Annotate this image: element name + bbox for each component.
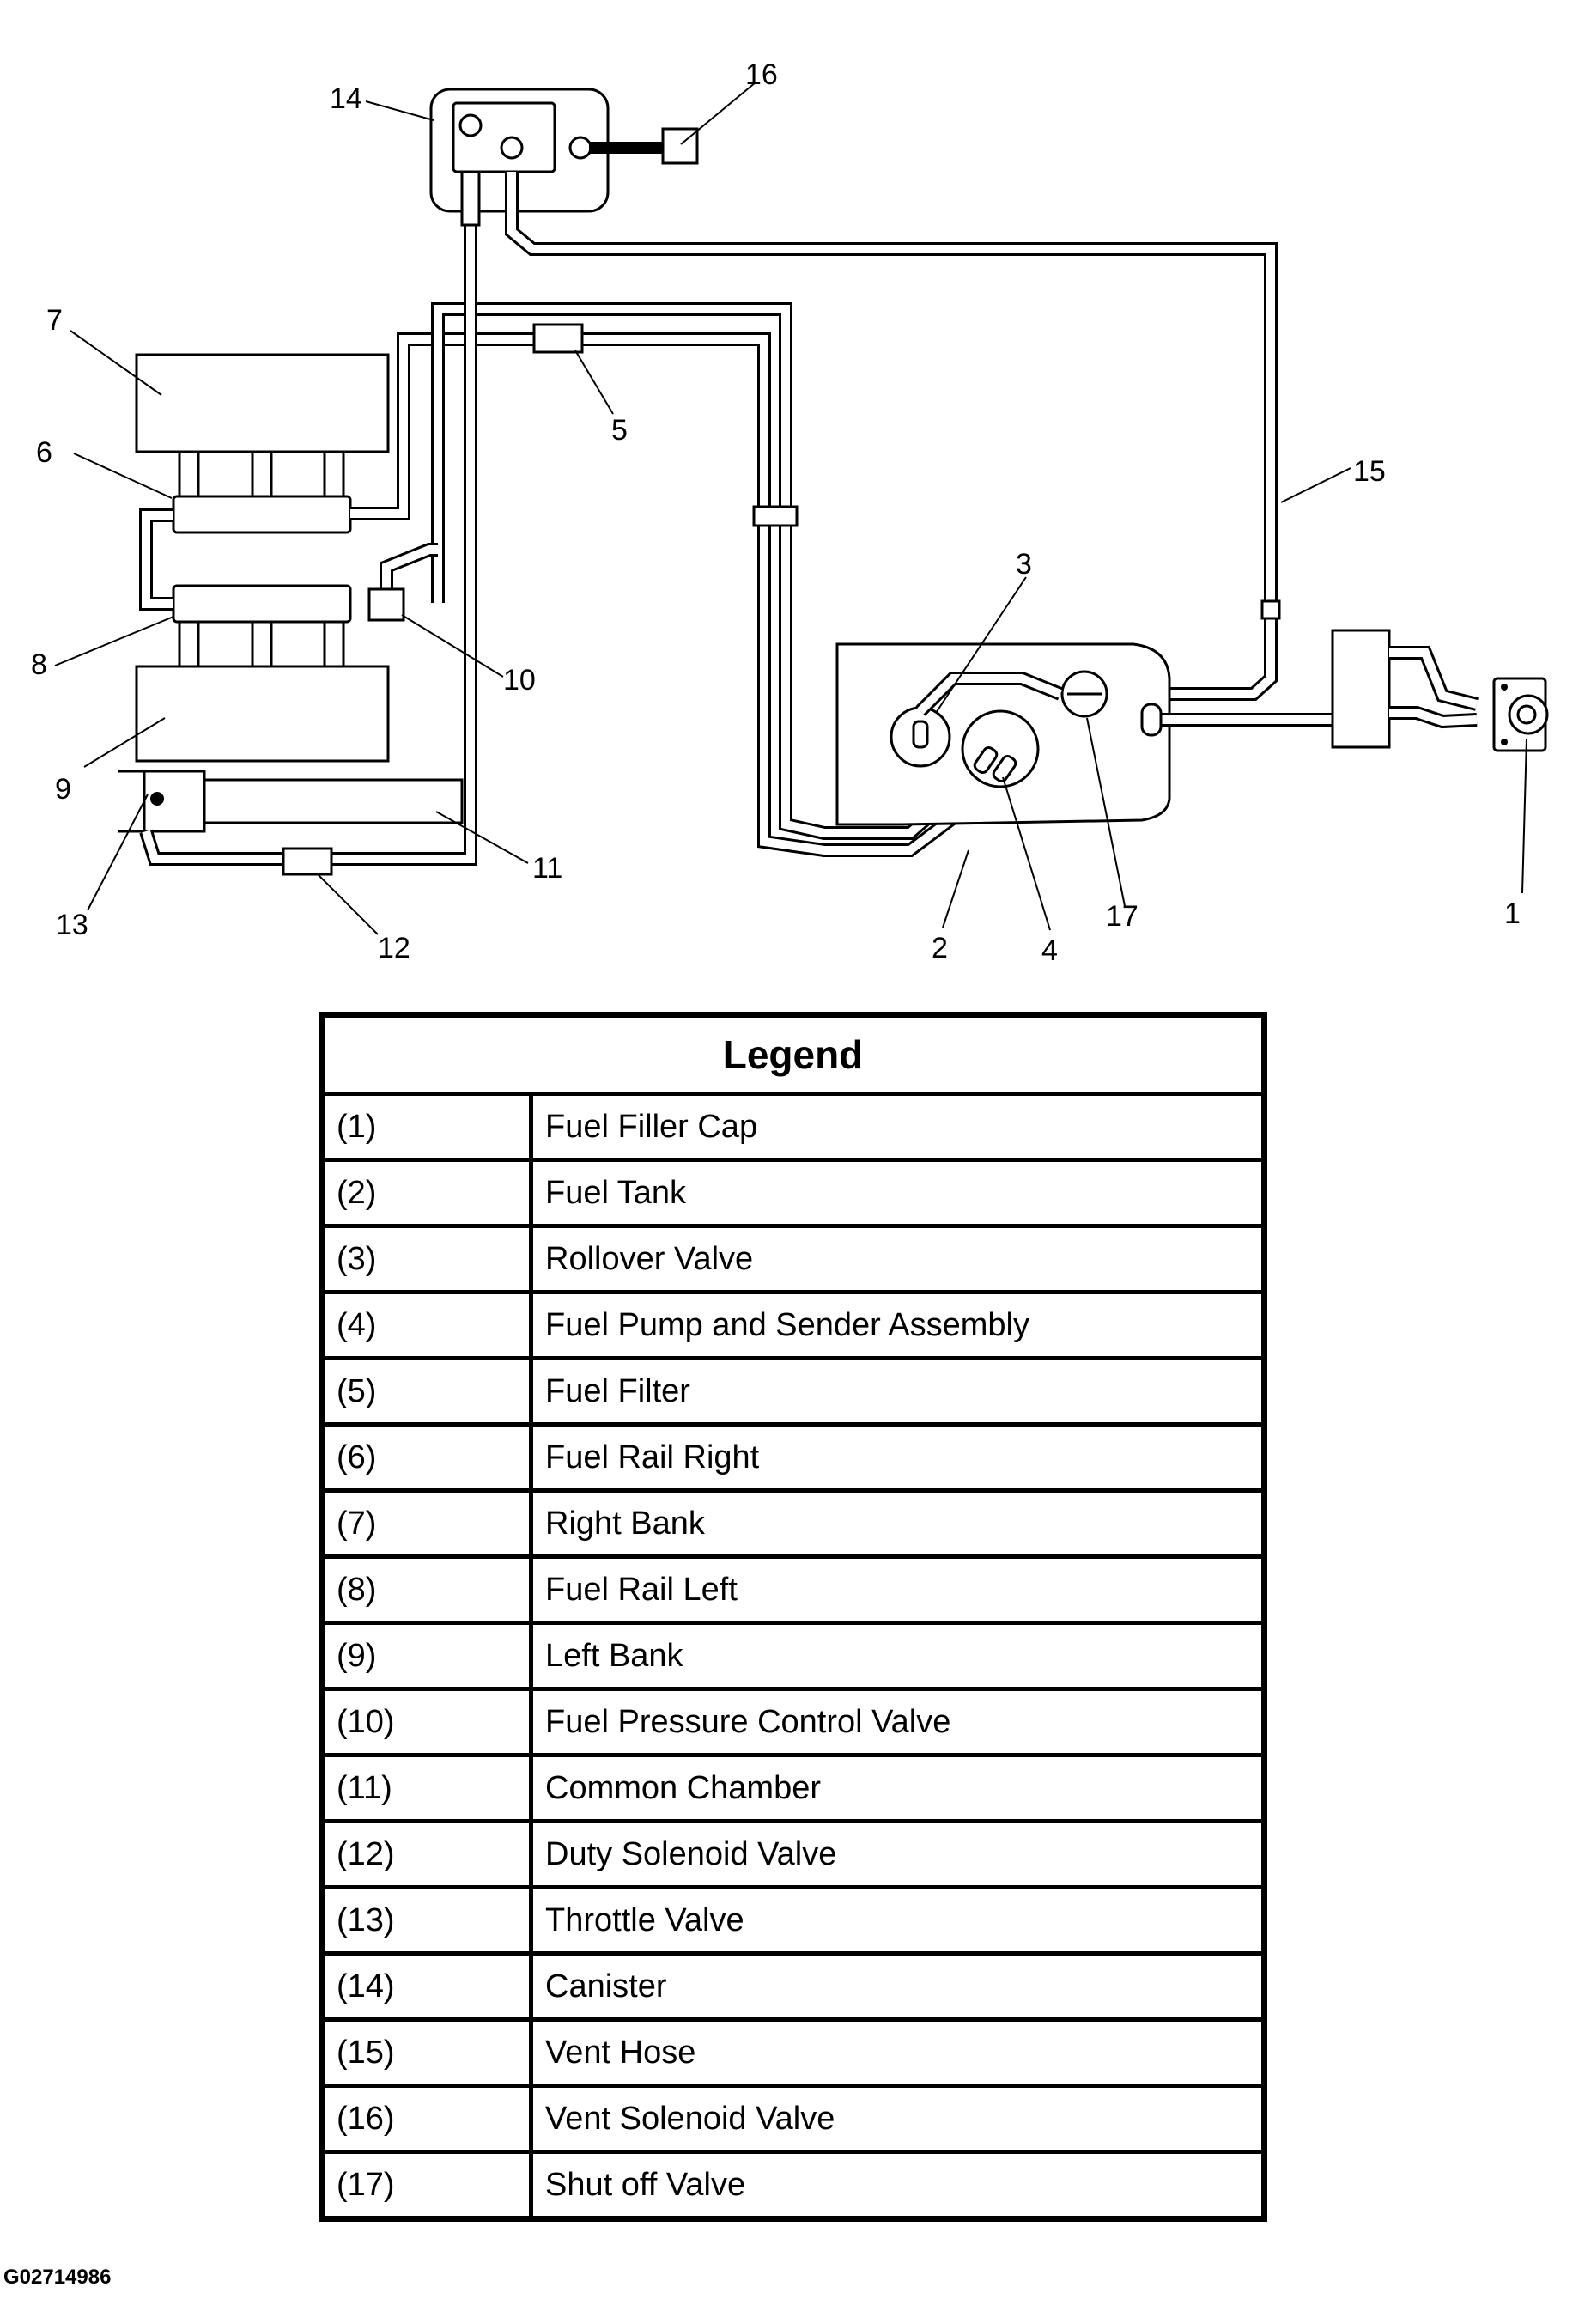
legend-label: Left Bank (531, 1622, 1265, 1691)
legend-row: (15)Vent Hose (321, 2019, 1265, 2088)
left-bank (135, 665, 390, 763)
legend-code: (5) (321, 1358, 533, 1427)
legend-code: (16) (321, 2085, 533, 2154)
injectors (178, 450, 345, 668)
legend-row: (17) Shut off Valve (321, 2151, 1265, 2219)
callout-4: 4 (1041, 934, 1058, 967)
legend-title: Legend (321, 1014, 1265, 1096)
legend-code: (1) (321, 1093, 533, 1162)
fuel-filter (532, 323, 584, 354)
legend-row: (1)Fuel Filler Cap (321, 1093, 1265, 1162)
fuel-pressure-control-valve (367, 587, 405, 622)
legend-row: (2)Fuel Tank (321, 1159, 1265, 1228)
legend-code: (8) (321, 1556, 533, 1625)
legend-label: Fuel Filter (531, 1358, 1265, 1427)
legend-label: Throttle Valve (531, 1887, 1265, 1956)
callout-14: 14 (330, 82, 362, 115)
fuel-system-diagram: 1 2 3 4 5 6 7 8 9 10 11 12 13 14 15 16 1… (31, 58, 1549, 967)
fuel-filler-cap (1492, 677, 1549, 752)
legend-label: Fuel Rail Left (531, 1556, 1265, 1625)
legend-code: (10) (321, 1688, 533, 1757)
legend-row: (13)Throttle Valve (321, 1887, 1265, 1956)
legend-label: Fuel Pump and Sender Assembly (531, 1292, 1265, 1360)
legend-label: Vent Hose (531, 2019, 1265, 2088)
legend-table: Legend (1)Fuel Filler Cap (2)Fuel Tank (… (319, 1012, 1267, 2222)
legend-code: (14) (321, 1953, 533, 2022)
legend-code: (7) (321, 1490, 533, 1559)
fuel-rail-left (172, 584, 352, 624)
legend-label: Fuel Tank (531, 1159, 1265, 1228)
callout-17: 17 (1106, 900, 1139, 933)
filler-neck (1140, 629, 1479, 749)
right-bank (135, 353, 390, 453)
legend-code: (9) (321, 1622, 533, 1691)
legend-code: (11) (321, 1755, 533, 1823)
callout-15: 15 (1353, 455, 1386, 488)
common-chamber (203, 778, 464, 824)
callout-16: 16 (745, 58, 778, 91)
legend-code: (2) (321, 1159, 533, 1228)
legend-row: (5)Fuel Filter (321, 1358, 1265, 1427)
callout-6: 6 (36, 436, 52, 469)
callout-7: 7 (46, 304, 63, 337)
callout-12: 12 (378, 932, 410, 964)
legend-row: (10)Fuel Pressure Control Valve (321, 1688, 1265, 1757)
legend-row: (4)Fuel Pump and Sender Assembly (321, 1292, 1265, 1360)
legend-code: (12) (321, 1821, 533, 1889)
callout-5: 5 (611, 414, 628, 447)
legend-label: Canister (531, 1953, 1265, 2022)
legend-row: (7)Right Bank (321, 1490, 1265, 1559)
legend-code: (4) (321, 1292, 533, 1360)
legend-code: (17) (321, 2151, 533, 2219)
figure-id: G02714986 (3, 2266, 112, 2289)
canister (429, 88, 610, 213)
legend-row: (14)Canister (321, 1953, 1265, 2022)
legend-label: Shut off Valve (545, 2166, 746, 2203)
legend-label: Common Chamber (531, 1755, 1265, 1823)
callout-13: 13 (56, 909, 88, 941)
callout-10: 10 (503, 664, 536, 697)
vent-solenoid-valve (589, 127, 699, 165)
rollover-valve (890, 706, 951, 768)
legend-code: (15) (321, 2019, 533, 2088)
fuel-rail-right (172, 495, 352, 534)
throttle-valve (118, 770, 206, 833)
legend-code: (6) (321, 1424, 533, 1493)
fuel-lines (139, 172, 1278, 866)
legend-label: Rollover Valve (531, 1226, 1265, 1294)
legend-code: (3) (321, 1226, 533, 1294)
callout-9: 9 (55, 773, 71, 806)
legend-label: Vent Solenoid Valve (531, 2085, 1265, 2154)
leader-lines (54, 82, 1527, 935)
legend-row: (3)Rollover Valve (321, 1226, 1265, 1294)
legend-row: (11)Common Chamber (321, 1755, 1265, 1823)
legend-label: Fuel Pressure Control Valve (531, 1688, 1265, 1757)
callout-1: 1 (1504, 897, 1521, 930)
legend-row: (6)Fuel Rail Right (321, 1424, 1265, 1493)
callout-2: 2 (932, 932, 948, 964)
shut-off-valve (1060, 670, 1108, 718)
legend-row: (16)Vent Solenoid Valve (321, 2085, 1265, 2154)
legend-row: (9)Left Bank (321, 1622, 1265, 1691)
callout-11: 11 (532, 852, 562, 885)
legend-code: (13) (321, 1887, 533, 1956)
callout-8: 8 (31, 648, 47, 681)
legend-row: (8)Fuel Rail Left (321, 1556, 1265, 1625)
legend-label: Right Bank (531, 1490, 1265, 1559)
legend-label: Duty Solenoid Valve (531, 1821, 1265, 1889)
duty-solenoid-valve (282, 847, 333, 876)
legend-header-row: Legend (321, 1014, 1265, 1096)
legend-label: Fuel Filler Cap (531, 1093, 1265, 1162)
legend-row: (12)Duty Solenoid Valve (321, 1821, 1265, 1889)
fuel-pump-sender (961, 709, 1040, 788)
callout-3: 3 (1016, 548, 1032, 581)
legend-label: Fuel Rail Right (531, 1424, 1265, 1493)
